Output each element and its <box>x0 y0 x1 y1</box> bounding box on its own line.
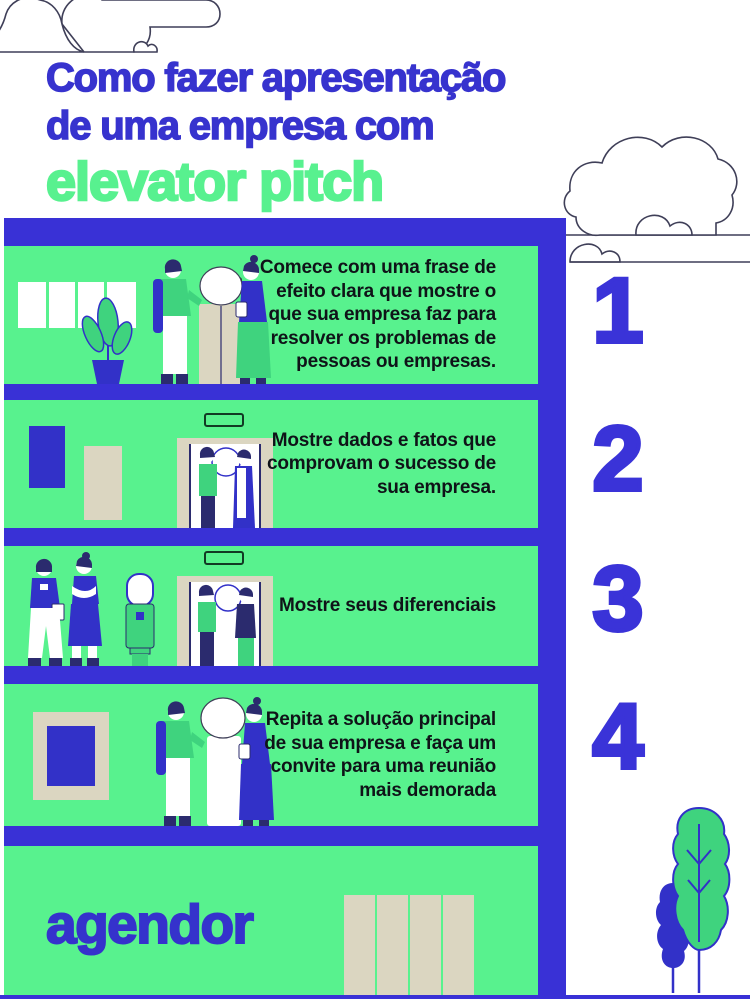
floor-ground: agendor <box>4 846 538 996</box>
step-number-2: 2 <box>590 408 645 510</box>
person-icon <box>198 584 216 666</box>
person-icon <box>28 558 65 666</box>
floor-step-1: Comece com uma frase de efeito clara que… <box>4 246 538 384</box>
cloud-icon <box>0 0 221 53</box>
wall-art-icon <box>29 426 65 488</box>
step-number-4: 4 <box>590 686 645 788</box>
water-cooler-icon <box>125 573 155 666</box>
floor-step-3: Mostre seus diferenciais <box>4 546 538 666</box>
speech-balloon-icon <box>200 697 246 739</box>
building-right-bar <box>538 218 566 996</box>
floor4-illustration <box>33 697 274 826</box>
person-icon <box>233 449 255 528</box>
cloud-icon <box>540 136 750 263</box>
person-icon <box>199 446 217 528</box>
floor-step-2: Mostre dados e fatos que comprovam o suc… <box>4 400 538 528</box>
floor-divider <box>4 826 538 846</box>
step-number-1: 1 <box>590 260 645 362</box>
person-icon <box>68 552 102 666</box>
step-number-3: 3 <box>590 548 645 650</box>
floor2-illustration <box>29 413 273 528</box>
tree-icon <box>655 806 731 993</box>
person-icon <box>235 587 256 666</box>
floor-divider <box>4 666 538 684</box>
step-1-text: Comece com uma frase de efeito clara que… <box>259 257 496 373</box>
floor3-illustration <box>28 551 273 666</box>
floor-step-4: Repita a solução principal de sua empres… <box>4 684 538 826</box>
title-line-1: Como fazer apresentação <box>45 55 507 101</box>
ground-line <box>0 995 750 999</box>
picture-frame-icon <box>33 712 109 800</box>
person-icon <box>156 701 205 826</box>
title-line-2: de uma empresa com <box>45 103 435 149</box>
person-icon <box>235 255 271 384</box>
title-highlight: elevator pitch <box>45 151 386 214</box>
floor-divider <box>4 384 538 400</box>
plant-icon <box>81 297 133 384</box>
step-2-text: Mostre dados e fatos que comprovam o suc… <box>267 429 496 498</box>
door-slats-icon <box>344 895 474 996</box>
window-icon <box>18 282 136 328</box>
page-title: Como fazer apresentação de uma empresa c… <box>45 54 507 214</box>
floor-divider <box>4 528 538 546</box>
building-roof-bar <box>4 218 566 246</box>
elevator-icon <box>177 551 273 666</box>
brand-logo: agendor <box>45 893 255 955</box>
wall-art-icon <box>84 446 122 520</box>
step-3-text: Mostre seus diferenciais <box>279 595 496 617</box>
person-icon <box>153 259 202 384</box>
step-4-text: Repita a solução principal de sua empres… <box>264 709 496 801</box>
person-icon <box>238 697 274 826</box>
floor1-illustration <box>18 255 271 384</box>
building: Comece com uma frase de efeito clara que… <box>4 218 566 996</box>
elevator-icon <box>177 413 273 528</box>
